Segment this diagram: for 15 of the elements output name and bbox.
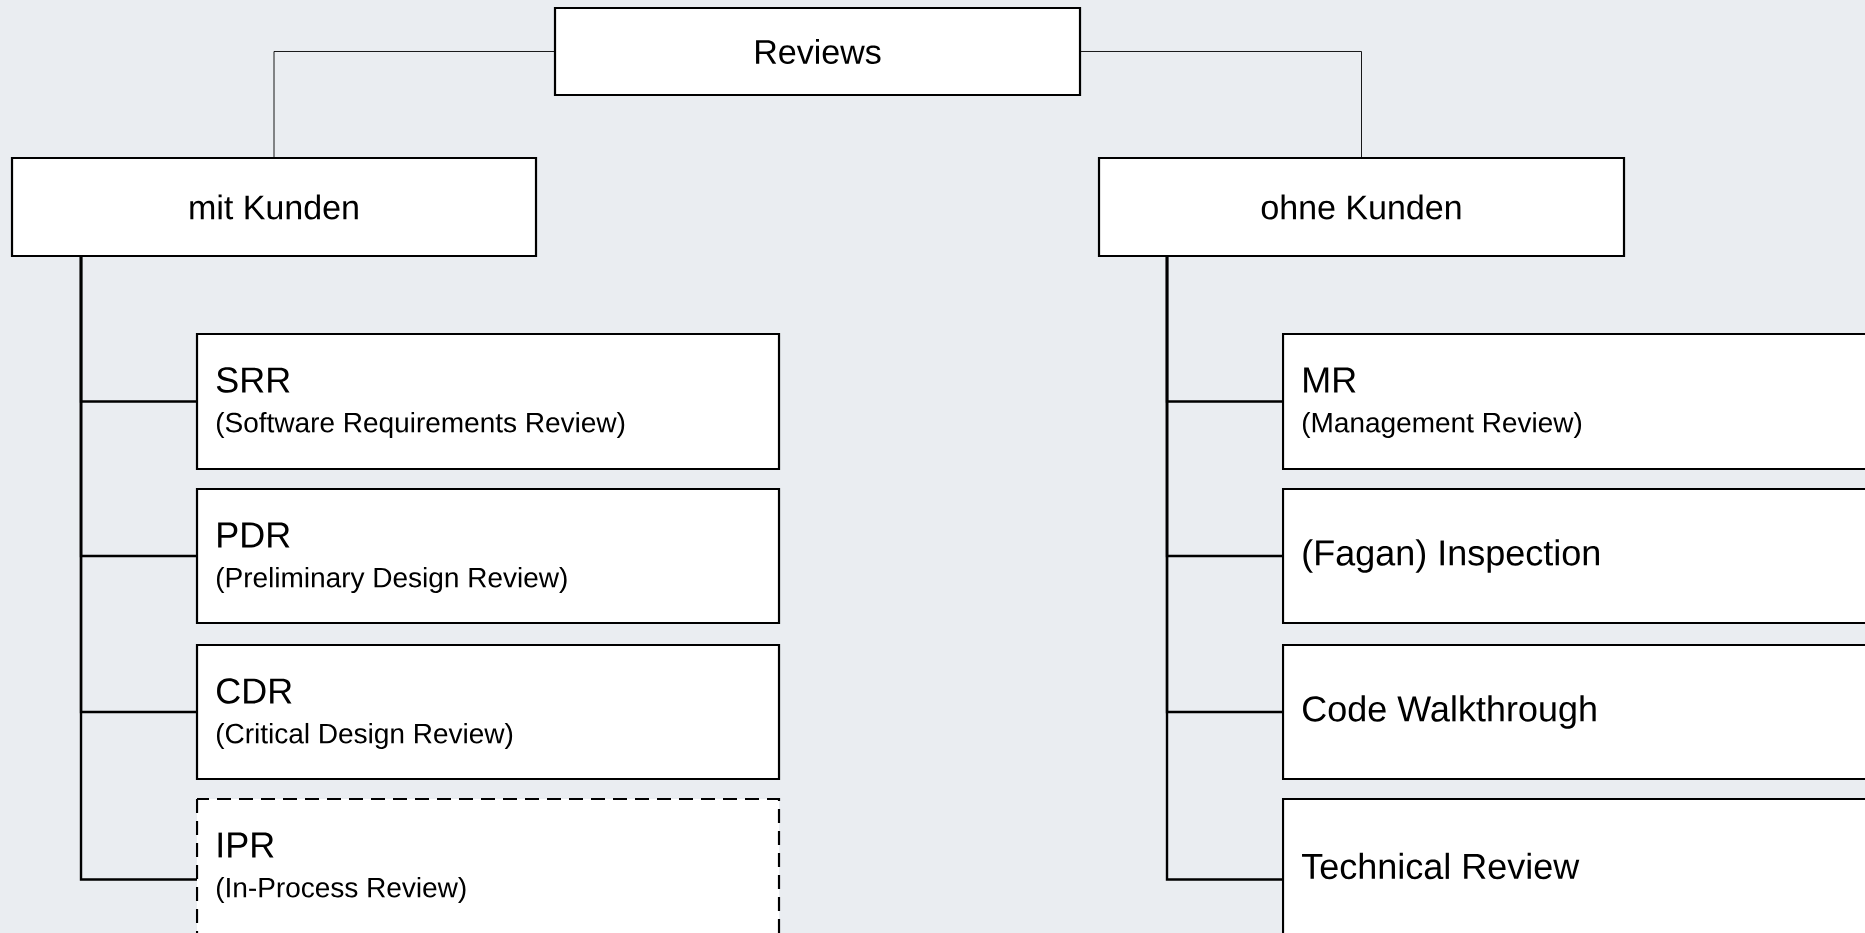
review-box: PDR (Preliminary Design Review) xyxy=(195,487,781,625)
connector-line xyxy=(273,51,556,159)
review-box: IPR (In-Process Review) xyxy=(195,797,781,933)
connector-line xyxy=(1079,51,1362,159)
connector-line xyxy=(79,256,197,881)
review-box: Reviews xyxy=(553,6,1082,97)
connector-line xyxy=(1165,256,1283,881)
review-box: CDR (Critical Design Review) xyxy=(195,643,781,781)
review-box: Technical Review xyxy=(1281,797,1865,933)
review-box: (Fagan) Inspection xyxy=(1281,487,1865,625)
review-box: SRR (Software Requirements Review) xyxy=(195,332,781,471)
review-box: MR (Management Review) xyxy=(1281,332,1865,471)
review-box: Code Walkthrough xyxy=(1281,643,1865,781)
review-box: ohne Kunden xyxy=(1097,156,1626,258)
review-box: mit Kunden xyxy=(10,156,538,258)
